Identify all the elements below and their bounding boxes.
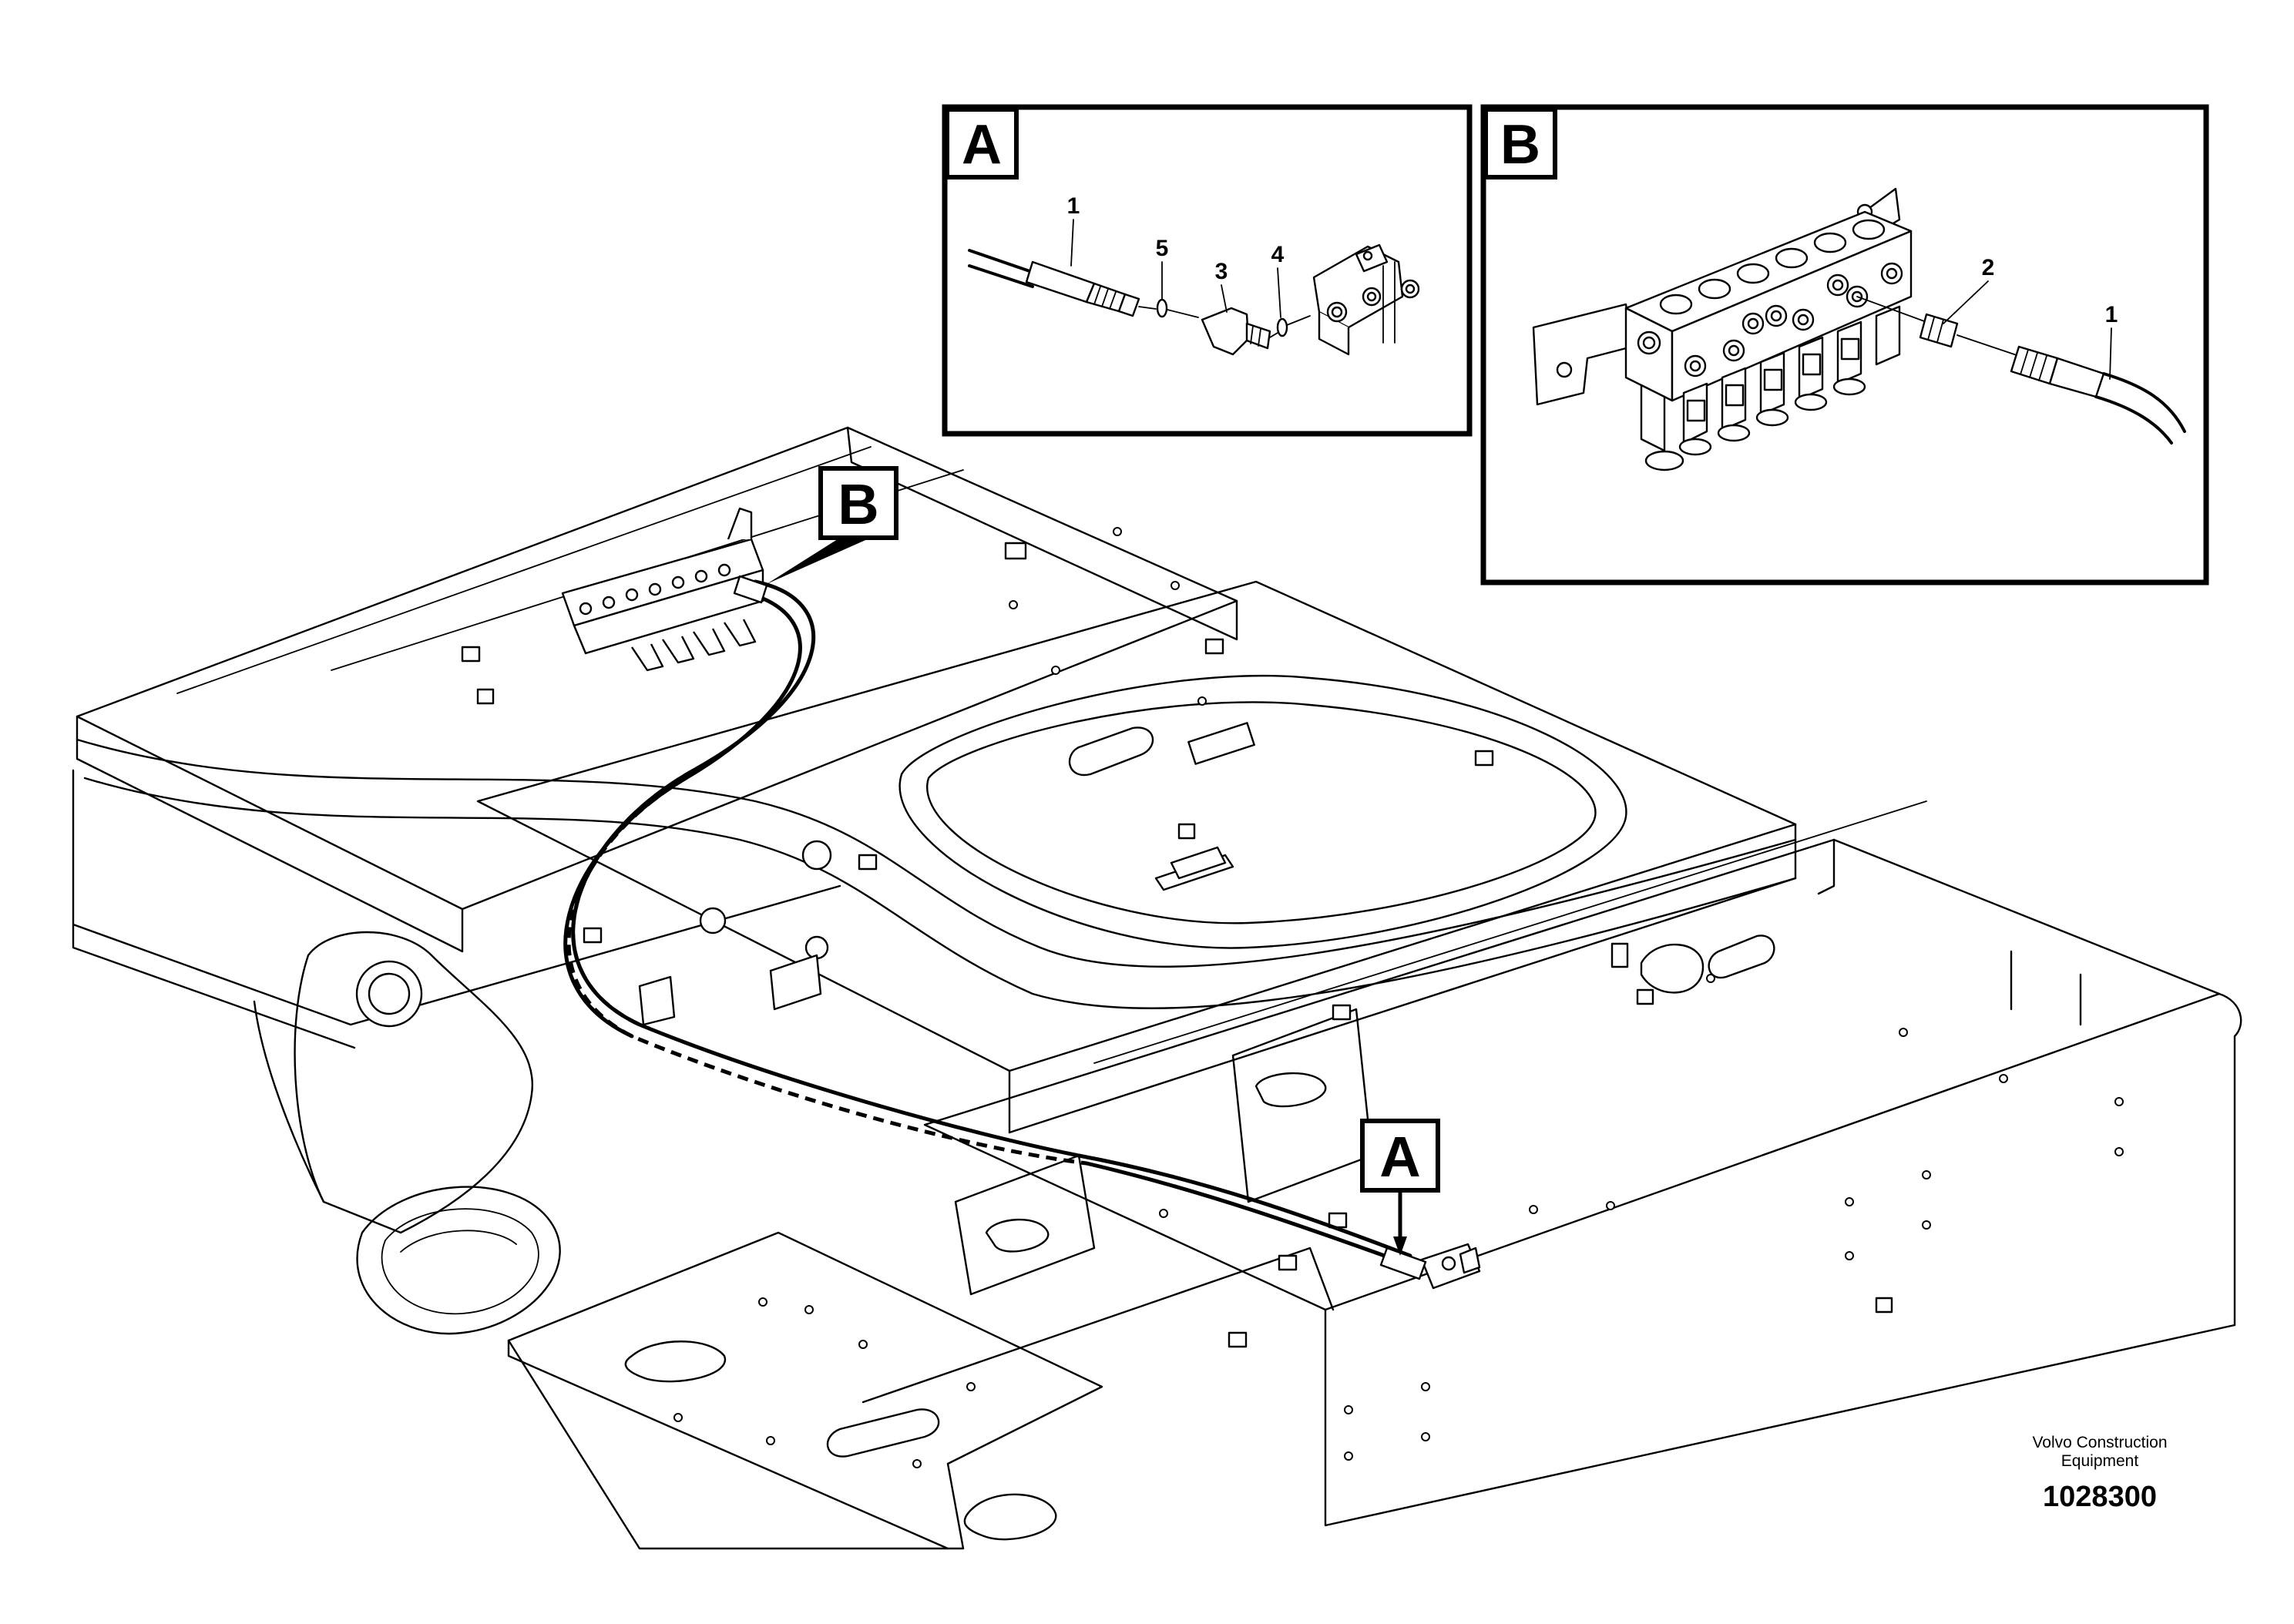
drawing-footer: Volvo Construction Equipment 1028300: [2032, 1434, 2167, 1513]
detail-a-part-5: 5: [1156, 236, 1169, 261]
hydraulic-hose: [563, 575, 1427, 1280]
detail-a-part-1: 1: [1067, 193, 1080, 219]
detail-a-part-4: 4: [1271, 242, 1285, 267]
callout-a-label: A: [1379, 1125, 1420, 1189]
distribution-block-main: [561, 507, 764, 672]
publisher-line-1: Volvo Construction: [2032, 1434, 2167, 1451]
callout-b-main: B: [767, 466, 898, 584]
swivel-fitting-main: [1420, 1243, 1481, 1290]
callout-b-label: B: [838, 472, 878, 536]
detail-b-part-1: 1: [2105, 302, 2118, 327]
detail-view-b: B: [1480, 104, 2209, 586]
frame-bolts: [673, 504, 2124, 1468]
drawing-number: 1028300: [2043, 1481, 2157, 1513]
callout-a-main: A: [1360, 1119, 1440, 1256]
frame-brackets: [461, 542, 1893, 1348]
block-bolts: [1659, 219, 1886, 315]
machine-frame: [72, 426, 2242, 1550]
detail-a-part-3: 3: [1215, 259, 1228, 284]
publisher-line-2: Equipment: [2061, 1452, 2139, 1470]
detail-b-part-2: 2: [1982, 255, 1995, 280]
block-sections: [1640, 305, 1901, 471]
detail-view-a: A 1: [942, 104, 1473, 437]
detail-a-tag: A: [962, 114, 1002, 176]
detail-b-tag: B: [1500, 114, 1540, 176]
